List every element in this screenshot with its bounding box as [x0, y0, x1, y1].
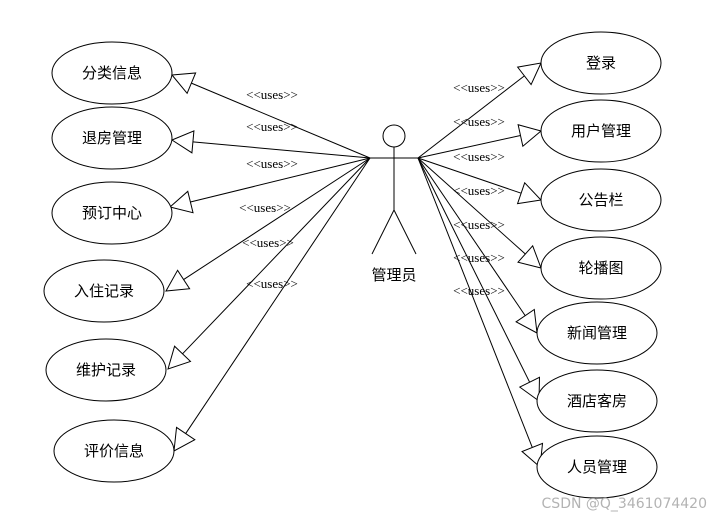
- left-relation-line: [190, 157, 371, 203]
- use-case-ellipse: [540, 168, 662, 232]
- left-relation-arrowhead: [167, 345, 192, 370]
- use-case-ellipse: [53, 419, 175, 483]
- use-case-ellipse: [43, 259, 165, 323]
- right-relation-line: [417, 157, 531, 383]
- left-relation-arrowhead: [165, 269, 191, 292]
- uses-label: <<uses>>: [453, 283, 505, 298]
- use-case-label: 用户管理: [571, 122, 631, 140]
- right-relation-arrowhead: [517, 124, 543, 148]
- use-case-label: 入住记录: [74, 282, 134, 300]
- right-relation-arrowhead: [517, 244, 542, 269]
- use-case-ellipse: [540, 99, 662, 163]
- use-case-label: 轮播图: [578, 259, 623, 277]
- right-relation-line: [417, 157, 533, 448]
- left-relation-line: [185, 157, 371, 434]
- use-case-label: 登录: [586, 54, 616, 72]
- uses-label: <<uses>>: [246, 276, 298, 291]
- right-relation-line: [417, 75, 525, 159]
- right-relation-line: [417, 157, 526, 255]
- use-case-label: 公告栏: [578, 191, 623, 209]
- use-case-uc-yonghu[interactable]: 用户管理: [540, 99, 662, 163]
- right-relation-line: [417, 135, 521, 159]
- use-case-label: 人员管理: [567, 458, 627, 476]
- use-case-uc-pingjia[interactable]: 评价信息: [53, 419, 175, 483]
- uses-relations: [165, 62, 544, 469]
- uses-label: <<uses>>: [453, 114, 505, 129]
- left-relation-arrowhead: [171, 72, 197, 95]
- uses-label: <<uses>>: [453, 217, 505, 232]
- left-relation-arrowhead: [170, 130, 195, 154]
- use-case-ellipse: [540, 236, 662, 300]
- left-relation-line: [192, 141, 371, 159]
- actor-left-leg: [371, 209, 395, 255]
- uses-label: <<uses>>: [453, 80, 505, 95]
- use-case-ellipse: [536, 301, 658, 365]
- use-case-uc-weihu[interactable]: 维护记录: [45, 338, 167, 402]
- use-case-ellipse: [51, 41, 173, 105]
- uses-label: <<uses>>: [246, 119, 298, 134]
- left-relation-arrowhead: [168, 190, 194, 214]
- right-relation-arrowhead: [516, 62, 542, 86]
- use-case-uc-ruzhu[interactable]: 入住记录: [43, 259, 165, 323]
- use-case-ellipse: [540, 31, 662, 95]
- use-case-uc-lunbo[interactable]: 轮播图: [540, 236, 662, 300]
- uses-label: <<uses>>: [246, 156, 298, 171]
- uses-label: <<uses>>: [453, 149, 505, 164]
- actor-figure: [370, 124, 418, 255]
- left-relation-line: [182, 157, 371, 355]
- use-case-uc-denglu[interactable]: 登录: [540, 31, 662, 95]
- right-relation-arrowhead: [516, 181, 543, 205]
- use-case-ellipse: [536, 435, 658, 499]
- use-case-label: 分类信息: [82, 64, 142, 82]
- use-case-uc-xinwen[interactable]: 新闻管理: [536, 301, 658, 365]
- right-relation-arrowhead: [518, 376, 541, 402]
- use-case-label: 预订中心: [82, 204, 142, 222]
- use-case-ellipse: [536, 369, 658, 433]
- use-case-ellipse: [45, 338, 167, 402]
- use-case-label: 酒店客房: [567, 392, 627, 410]
- use-case-uc-renyuan[interactable]: 人员管理: [536, 435, 658, 499]
- right-relation-line: [417, 157, 522, 194]
- use-case-ellipse: [51, 181, 173, 245]
- actor-right-leg: [393, 209, 417, 255]
- left-relation-line: [183, 157, 371, 280]
- use-case-label: 退房管理: [82, 129, 142, 147]
- watermark: CSDN @Q_3461074420: [541, 496, 707, 512]
- right-relation-arrowhead: [515, 308, 538, 334]
- use-case-uc-gonggao[interactable]: 公告栏: [540, 168, 662, 232]
- use-case-label: 新闻管理: [567, 324, 627, 342]
- use-case-uc-fenlei[interactable]: 分类信息: [51, 41, 173, 105]
- use-case-uc-yuding[interactable]: 预订中心: [51, 181, 173, 245]
- use-case-ellipse: [51, 106, 173, 170]
- use-case-label: 评价信息: [84, 442, 144, 460]
- left-relation-line: [191, 82, 371, 159]
- uses-labels: <<uses>> <<uses>> <<uses>> <<uses>> <<uses>>…: [239, 80, 505, 298]
- right-relation-line: [417, 157, 526, 316]
- use-case-uc-jiudian[interactable]: 酒店客房: [536, 369, 658, 433]
- use-case-label: 维护记录: [76, 361, 136, 379]
- left-relation-arrowhead: [173, 426, 196, 452]
- actor-label: 管理员: [371, 266, 416, 284]
- actor-head: [382, 124, 406, 148]
- use-case-uc-tuifang[interactable]: 退房管理: [51, 106, 173, 170]
- uses-label: <<uses>>: [246, 87, 298, 102]
- uses-label: <<uses>>: [453, 183, 505, 198]
- uses-label: <<uses>>: [453, 250, 505, 265]
- uses-label: <<uses>>: [239, 200, 291, 215]
- uses-label: <<uses>>: [242, 235, 294, 250]
